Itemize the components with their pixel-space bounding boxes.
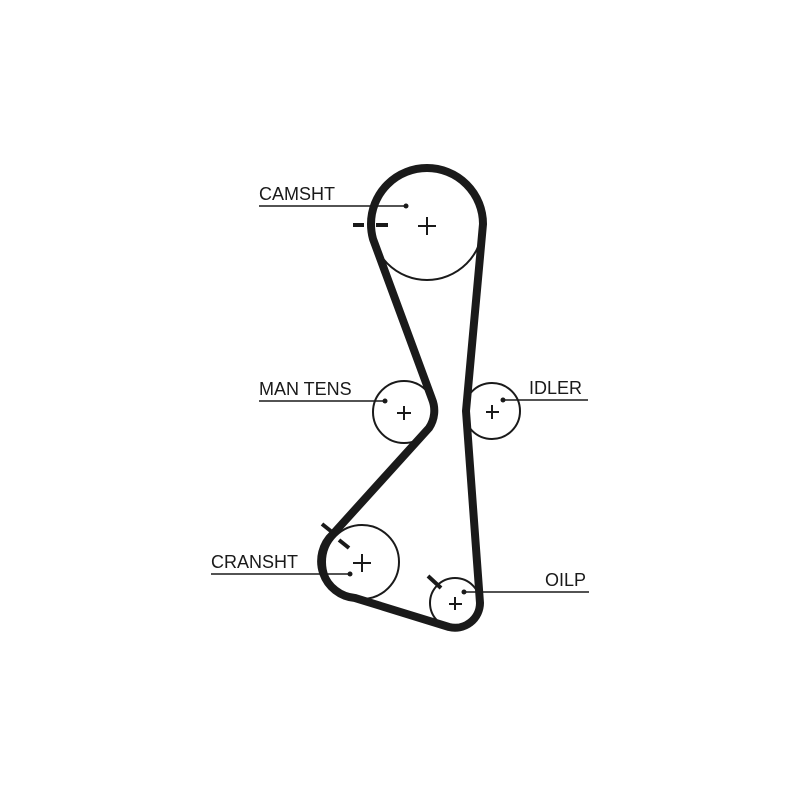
camshaft-center-mark [418, 217, 436, 235]
idler-leader [500, 397, 588, 403]
crankshaft-label: CRANSHT [211, 552, 298, 572]
manual-tensioner-center-mark [397, 406, 411, 420]
manual-tensioner-label: MAN TENS [259, 379, 352, 399]
oil-pump-center-mark [449, 597, 462, 610]
timing-belt [317, 164, 487, 632]
camshaft-label: CAMSHT [259, 184, 335, 204]
crankshaft-center-mark [353, 554, 371, 572]
manual-tensioner-leader [259, 398, 388, 404]
oil-pump-timing-mark [426, 574, 443, 590]
oil-pump-leader [461, 589, 589, 595]
crankshaft-timing-mark [320, 522, 351, 550]
oil-pump-label: OILP [545, 570, 586, 590]
crankshaft-leader [211, 571, 353, 577]
camshaft-leader [259, 203, 409, 209]
idler-center-mark [486, 405, 499, 419]
idler-label: IDLER [529, 378, 582, 398]
